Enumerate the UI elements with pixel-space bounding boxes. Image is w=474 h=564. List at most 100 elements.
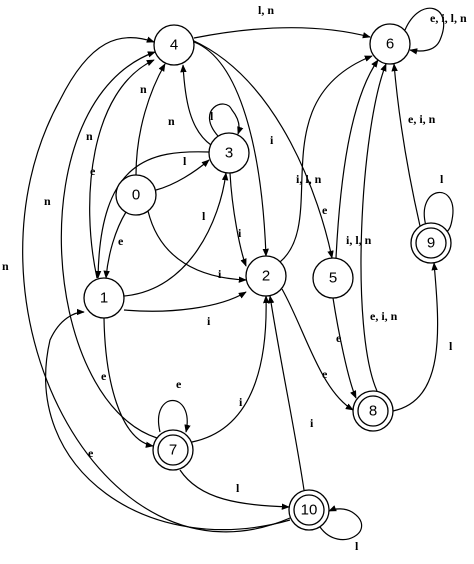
transition-10-to-4	[22, 36, 291, 533]
transition-label-0-to-3: l	[183, 154, 187, 168]
state-4-circle	[153, 24, 195, 66]
transition-9-to-6	[391, 63, 421, 227]
transition-label-0-to-1: e	[118, 234, 124, 248]
transition-6-to-6	[404, 7, 445, 55]
transition-label-1-to-4: n	[86, 129, 93, 143]
transition-7-to-7	[157, 399, 191, 433]
transition-label-8-to-9: l	[449, 339, 453, 353]
transition-label-0-to-4: n	[140, 82, 147, 96]
transition-2-to-6	[279, 55, 373, 263]
state-6-circle	[369, 23, 411, 65]
transition-5-to-8	[332, 297, 357, 399]
state-10-accepting-ring	[293, 494, 325, 526]
transition-10-to-10	[319, 505, 363, 541]
transition-label-1-to-3: l	[202, 209, 206, 223]
transition-1-to-2	[123, 291, 247, 312]
transition-7-to-4	[60, 51, 158, 439]
state-3-label: 3	[225, 145, 233, 162]
transition-10-to-1	[45, 308, 291, 531]
transitions-layer: l, n e, i, l, n n n n l i l e n n e l i i i i, l, n e i, l…	[2, 3, 467, 553]
state-9: 9	[410, 222, 452, 264]
transition-label-4-to-5: e	[322, 203, 328, 217]
state-5: 5	[312, 257, 354, 299]
state-0-circle	[115, 174, 157, 216]
state-7-label: 7	[169, 442, 177, 459]
transition-2-to-8	[281, 288, 354, 411]
transition-label-6-to-6: e, i, l, n	[430, 11, 467, 25]
transition-0-to-4	[135, 63, 166, 176]
transition-label-2-to-6: i, l, n	[296, 172, 322, 186]
state-1: 1	[83, 277, 125, 319]
state-8-accepting-ring	[357, 395, 389, 427]
transition-label-3-to-1: e	[90, 164, 96, 178]
state-10-label: 10	[301, 502, 318, 519]
state-2: 2	[245, 255, 287, 297]
state-9-circle	[410, 222, 452, 264]
state-8: 8	[352, 390, 394, 432]
transition-0-to-3	[155, 159, 210, 191]
transition-3-to-1	[94, 151, 210, 279]
transition-label-3-to-4: n	[168, 114, 175, 128]
state-6-label: 6	[386, 36, 394, 53]
transition-label-0-to-2: i	[218, 267, 222, 281]
transition-8-to-9	[392, 262, 439, 412]
transition-label-5-to-6: i, l, n	[346, 233, 372, 247]
transition-label-9-to-6: e, i, n	[408, 112, 436, 126]
state-2-circle	[245, 255, 287, 297]
transition-4-to-5	[191, 39, 334, 259]
transition-label-1-to-2: i	[207, 314, 211, 328]
transition-1-to-3	[123, 172, 229, 297]
transition-label-4-to-2: i	[270, 133, 274, 147]
transition-7-to-10	[179, 469, 290, 510]
transition-label-5-to-8: e	[336, 331, 342, 345]
state-8-circle	[352, 390, 394, 432]
state-1-circle	[83, 277, 125, 319]
transition-label-7-to-2: i	[239, 395, 243, 409]
transition-label-10-to-4: n	[2, 259, 9, 273]
state-7: 7	[152, 429, 194, 471]
state-8-label: 8	[369, 403, 377, 420]
transition-0-to-2	[147, 210, 247, 283]
states-layer: 0 1 2 3 4 5 6 7 8 9 10	[83, 23, 452, 531]
transition-3-to-2	[229, 172, 247, 267]
state-0-label: 0	[132, 187, 140, 204]
transition-label-7-to-10: l	[236, 481, 240, 495]
transition-label-10-to-1: e	[88, 446, 94, 460]
state-0: 0	[115, 174, 157, 216]
transition-5-to-6	[335, 59, 379, 259]
state-1-label: 1	[100, 290, 108, 307]
state-2-label: 2	[262, 268, 270, 285]
state-9-accepting-ring	[415, 227, 447, 259]
transition-label-3-to-2: i	[238, 226, 242, 240]
transition-7-to-2	[191, 295, 270, 443]
transition-8-to-6	[360, 63, 387, 392]
state-5-circle	[312, 257, 354, 299]
state-4-label: 4	[170, 37, 178, 54]
transition-label-10-to-2: i	[310, 416, 314, 430]
state-4: 4	[153, 24, 195, 66]
transition-label-7-to-7: e	[176, 377, 182, 391]
state-3: 3	[208, 132, 250, 174]
transition-label-10-to-10: l	[355, 539, 359, 553]
state-7-accepting-ring	[157, 434, 189, 466]
transition-1-to-4	[89, 59, 155, 279]
state-9-label: 9	[427, 235, 435, 252]
transition-label-7-to-4: n	[44, 194, 51, 208]
transition-label-3-to-3: l	[210, 109, 214, 123]
transition-10-to-2	[267, 295, 305, 491]
transition-label-9-to-9: l	[440, 172, 444, 186]
transition-3-to-3	[208, 103, 244, 137]
transition-0-to-1	[103, 211, 127, 279]
state-7-circle	[152, 429, 194, 471]
transition-1-to-7	[103, 317, 154, 448]
transition-label-8-to-6: e, i, n	[370, 309, 398, 323]
state-3-circle	[208, 132, 250, 174]
transition-3-to-4	[180, 64, 212, 146]
transition-label-2-to-8: e	[322, 367, 328, 381]
state-10-circle	[288, 489, 330, 531]
transition-label-1-to-7: e	[101, 369, 107, 383]
transition-label-4-to-6: l, n	[258, 3, 274, 17]
state-10: 10	[288, 489, 330, 531]
state-5-label: 5	[329, 270, 337, 287]
